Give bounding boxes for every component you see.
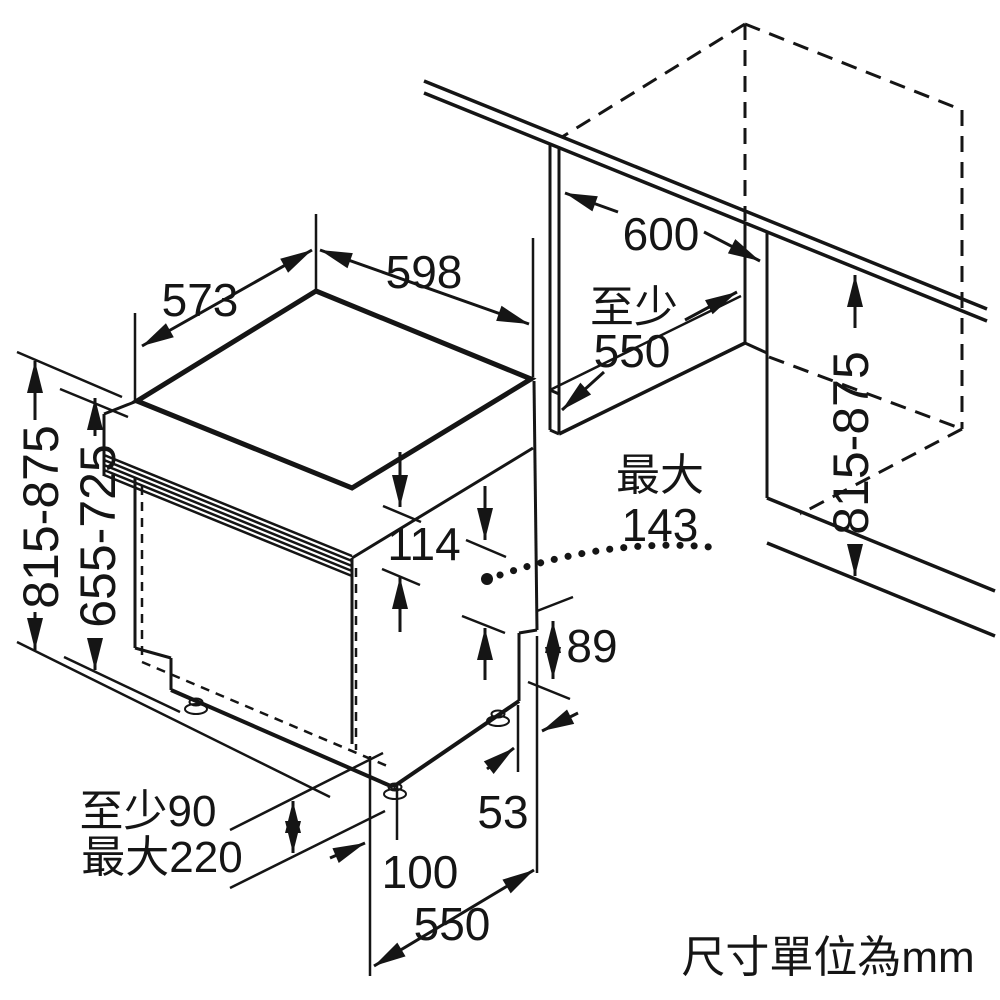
furniture-panel-dashed bbox=[140, 486, 393, 770]
dim-base-depth: 550 bbox=[373, 868, 535, 968]
dim-side-recess: 53 bbox=[477, 636, 579, 873]
adjustable-feet bbox=[184, 697, 510, 800]
label-top-depth: 573 bbox=[162, 274, 239, 326]
dim-left-heights: 815-875 655-725 bbox=[13, 350, 331, 799]
label-max-value: 143 bbox=[622, 499, 699, 551]
dotted-leader-143 bbox=[481, 541, 714, 585]
label-appliance-height: 815-875 bbox=[13, 425, 69, 609]
dishwasher-top-face bbox=[131, 288, 537, 491]
dim-top-width: 598 bbox=[319, 238, 535, 377]
unit-note: 尺寸單位為mm bbox=[681, 933, 974, 982]
niche-side-walls bbox=[548, 144, 769, 498]
dim-plinth-height: 至少90 最大220 bbox=[80, 751, 386, 890]
dim-niche-width: 600 bbox=[564, 191, 761, 263]
label-max-prefix: 最大 bbox=[616, 451, 704, 500]
dim-control-panel: 114 bbox=[381, 452, 507, 680]
label-plinth-recess: 100 bbox=[382, 846, 459, 898]
countertop bbox=[423, 79, 988, 323]
label-side-recess: 53 bbox=[477, 786, 528, 838]
label-niche-height: 815-875 bbox=[823, 351, 879, 535]
dim-rear-step: 89 bbox=[527, 595, 618, 701]
floor-edge-right bbox=[766, 496, 996, 638]
niche-dashed-box bbox=[561, 22, 964, 516]
label-niche-depth-prefix: 至少 bbox=[590, 283, 678, 332]
dim-niche-height: 815-875 bbox=[823, 275, 879, 576]
label-niche-width: 600 bbox=[623, 208, 700, 260]
label-rear-step: 89 bbox=[566, 620, 617, 672]
label-top-width: 598 bbox=[386, 246, 463, 298]
dim-max-143: 最大 143 bbox=[616, 451, 704, 551]
dim-top-depth: 573 bbox=[133, 214, 318, 401]
label-front-panel-height: 655-725 bbox=[70, 444, 126, 628]
dim-niche-depth: 至少 550 bbox=[560, 283, 738, 412]
dishwasher-body bbox=[102, 288, 539, 800]
label-base-depth: 550 bbox=[414, 898, 491, 950]
label-plinth-max: 最大220 bbox=[81, 833, 242, 882]
label-niche-depth-value: 550 bbox=[594, 325, 671, 377]
control-panel-stripes bbox=[103, 453, 353, 578]
label-control-panel-height: 114 bbox=[387, 518, 460, 570]
label-plinth-min: 至少90 bbox=[80, 787, 217, 836]
